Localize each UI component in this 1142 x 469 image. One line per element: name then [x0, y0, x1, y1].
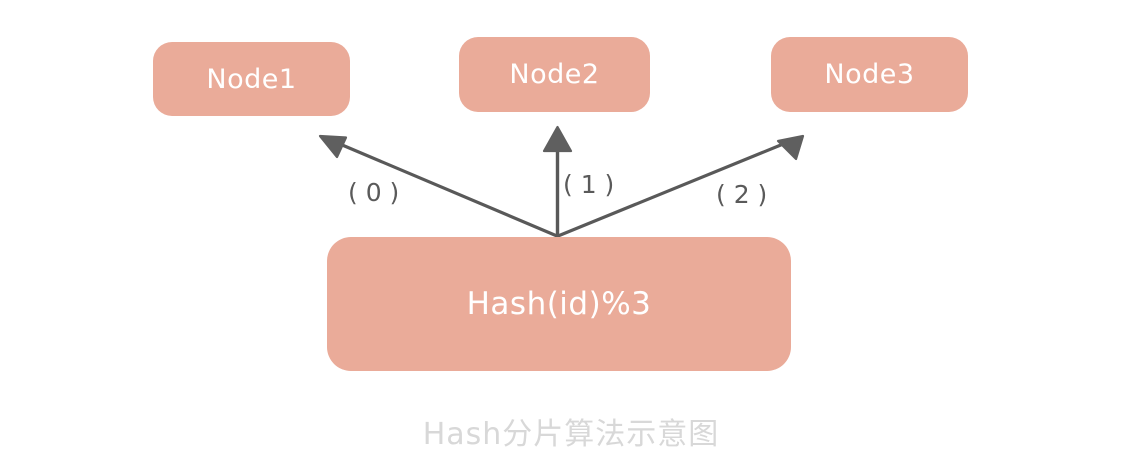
node-box-node1[interactable]: Node1	[153, 42, 350, 116]
diagram-caption: Hash分片算法示意图	[422, 417, 720, 452]
hash-function-label: Hash(id)%3	[466, 286, 652, 322]
edge-label-1: ( 1 )	[563, 170, 615, 199]
edge-label-2: ( 2 )	[716, 180, 768, 209]
node-label: Node2	[509, 59, 600, 90]
node-box-node2[interactable]: Node2	[459, 37, 650, 112]
node-box-node3[interactable]: Node3	[771, 37, 968, 112]
edge-label-0: ( 0 )	[348, 178, 400, 207]
hash-function-box[interactable]: Hash(id)%3	[327, 237, 791, 371]
node-label: Node1	[206, 63, 297, 95]
node-label: Node3	[824, 59, 915, 90]
